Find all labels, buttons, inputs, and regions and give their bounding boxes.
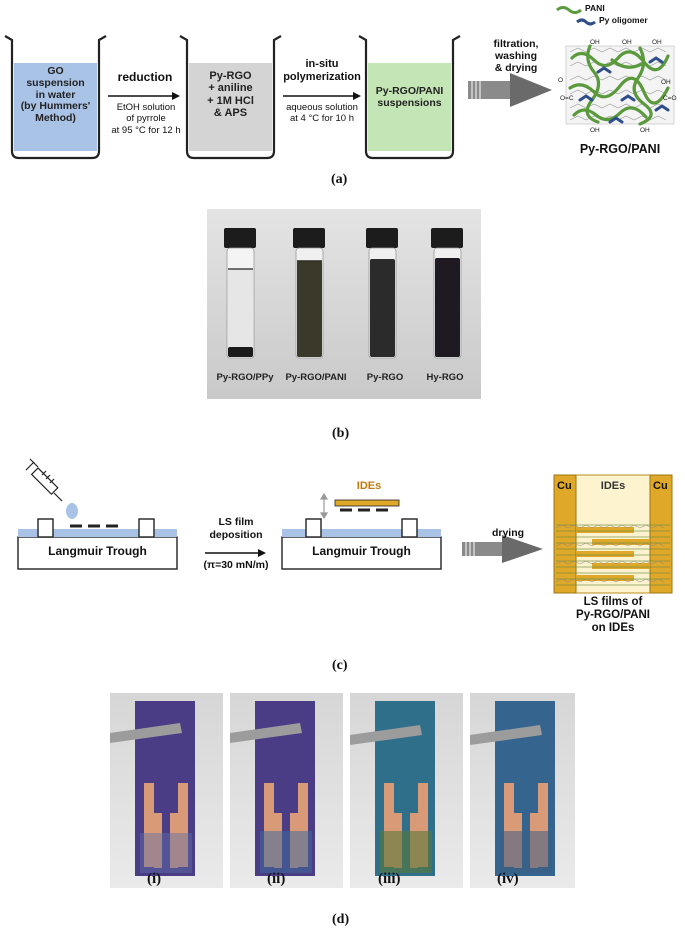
step-polymerization-line1: aqueous solution (286, 102, 358, 113)
step-ls-text: LS film deposition (196, 516, 276, 541)
beaker-go-text: GO suspension in water (by Hummers' Meth… (14, 65, 97, 125)
panel-d-label: (d) (332, 912, 350, 927)
vial-hyrgo (431, 228, 463, 359)
sample-label-iv: (iv) (497, 871, 519, 887)
beaker-pyrgo-line2: + aniline (208, 82, 253, 95)
step-ls-line1: LS film (218, 516, 254, 528)
step-ls-line2: deposition (209, 528, 263, 541)
beaker-go-line4: (by Hummers' (20, 100, 91, 113)
device-caption-line2: Py-RGO/PANI (576, 609, 650, 622)
device-caption: LS films of Py-RGO/PANI on IDEs (552, 596, 674, 636)
vials-photo (207, 209, 481, 399)
sample-photo-ii (230, 693, 343, 888)
step-filtration-line2: washing (494, 50, 537, 63)
beaker-pyrgo-text: Py-RGO + aniline + 1M HCl & APS (189, 70, 272, 119)
step-reduction-line2: of pyrrole (126, 113, 166, 125)
arrow-ls-deposition (205, 549, 266, 557)
svg-text:OH: OH (622, 39, 632, 46)
svg-text:C=O: C=O (663, 95, 677, 102)
svg-text:O=C: O=C (560, 95, 574, 102)
panel-c-label: (c) (332, 658, 348, 673)
step-drying-text: drying (491, 527, 525, 539)
trough-2 (281, 492, 442, 570)
svg-text:OH: OH (652, 39, 662, 46)
step-filtration-text: filtration, washing & drying (478, 38, 554, 74)
cu-right-label: Cu (653, 480, 668, 492)
step-ls-line3: (π=30 mN/m) (203, 559, 269, 571)
svg-text:O: O (558, 77, 563, 84)
device-ides-label: IDEs (600, 480, 626, 492)
step-polymerization-title2: polymerization (283, 71, 361, 84)
panel-a-graphics: OH OH OH O O=C OH C=O OH OH (4, 6, 677, 160)
syringe-icon (25, 458, 63, 502)
arrow-filtration (468, 73, 552, 107)
vial-label-3: Py-RGO (366, 372, 404, 383)
svg-text:OH: OH (590, 39, 600, 46)
beaker-pyrgo (179, 35, 282, 160)
legend-py-label: Py oligomer (599, 15, 648, 25)
device-caption-line1: LS films of (583, 596, 643, 608)
legend (556, 6, 596, 26)
droplet-icon (66, 503, 78, 519)
step-polymerization-line2: at 4 °C for 10 h (290, 113, 354, 125)
panel-c-graphics (17, 458, 673, 594)
sample-label-ii: (ii) (267, 871, 286, 887)
sample-photo-iv (470, 693, 575, 888)
step-reduction-title: reduction (117, 70, 173, 84)
step-polymerization-title: in-situ polymerization (280, 58, 364, 84)
vial-label-2: Py-RGO/PANI (285, 372, 347, 383)
step-polymerization-conditions: aqueous solution at 4 °C for 10 h (276, 102, 368, 125)
sample-label-iii: (iii) (378, 871, 401, 887)
arrow-polymerization (283, 92, 361, 100)
ides-device (553, 474, 673, 594)
sample-photo-i (110, 693, 223, 888)
arrow-reduction (108, 92, 180, 100)
beaker-go-line5: Method) (35, 112, 76, 124)
beaker-go-line2: suspension (26, 76, 85, 89)
beaker-pani-text: Py-RGO/PANI suspensions (366, 85, 453, 110)
trough-2-label: Langmuir Trough (312, 544, 411, 558)
py-rgo-pani-structure: OH OH OH O O=C OH C=O OH OH (558, 39, 677, 134)
vial-pyrgo (366, 228, 398, 359)
sample-photo-iii (350, 693, 463, 888)
vial-label-1: Py-RGO/PPy (216, 372, 274, 383)
step-reduction-line3: at 95 °C for 12 h (111, 124, 181, 136)
svg-text:OH: OH (640, 127, 650, 134)
beaker-pyrgo-line4: & APS (213, 106, 248, 119)
vial-pyrgo-ppy (224, 228, 256, 359)
trough-1-label: Langmuir Trough (48, 544, 147, 558)
cu-left-label: Cu (557, 480, 572, 492)
beaker-pani-line2: suspensions (377, 96, 442, 109)
product-label: Py-RGO/PANI (579, 142, 661, 156)
panel-b-label: (b) (332, 426, 350, 441)
panel-a-label: (a) (331, 172, 348, 187)
device-caption-line3: on IDEs (591, 622, 635, 635)
step-polymerization-title1: in-situ (305, 58, 339, 70)
step-filtration-line1: filtration, (493, 38, 539, 50)
vial-pyrgo-pani (293, 228, 325, 359)
sample-photos (110, 693, 575, 888)
beaker-go (4, 35, 107, 160)
trough-1 (17, 518, 178, 570)
step-reduction-line1: EtOH solution (116, 102, 176, 113)
beaker-pyrgo-line3: + 1M HCl (207, 94, 254, 107)
beaker-pyrgo-line1: Py-RGO (209, 70, 252, 82)
arrow-drying (462, 535, 543, 563)
beaker-pani-line1: Py-RGO/PANI (375, 85, 444, 97)
beaker-go-line1: GO (47, 65, 64, 77)
beaker-go-line3: in water (35, 88, 76, 101)
step-reduction-conditions: EtOH solution of pyrrole at 95 °C for 12… (100, 102, 192, 136)
legend-pani-label: PANI (585, 3, 605, 13)
beaker-pani (358, 35, 461, 160)
vial-label-4: Hy-RGO (426, 372, 464, 383)
step-filtration-line3: & drying (494, 62, 538, 75)
svg-text:OH: OH (590, 127, 600, 134)
sample-label-i: (i) (147, 871, 162, 887)
ides-label: IDEs (356, 480, 382, 492)
svg-text:OH: OH (661, 79, 671, 86)
